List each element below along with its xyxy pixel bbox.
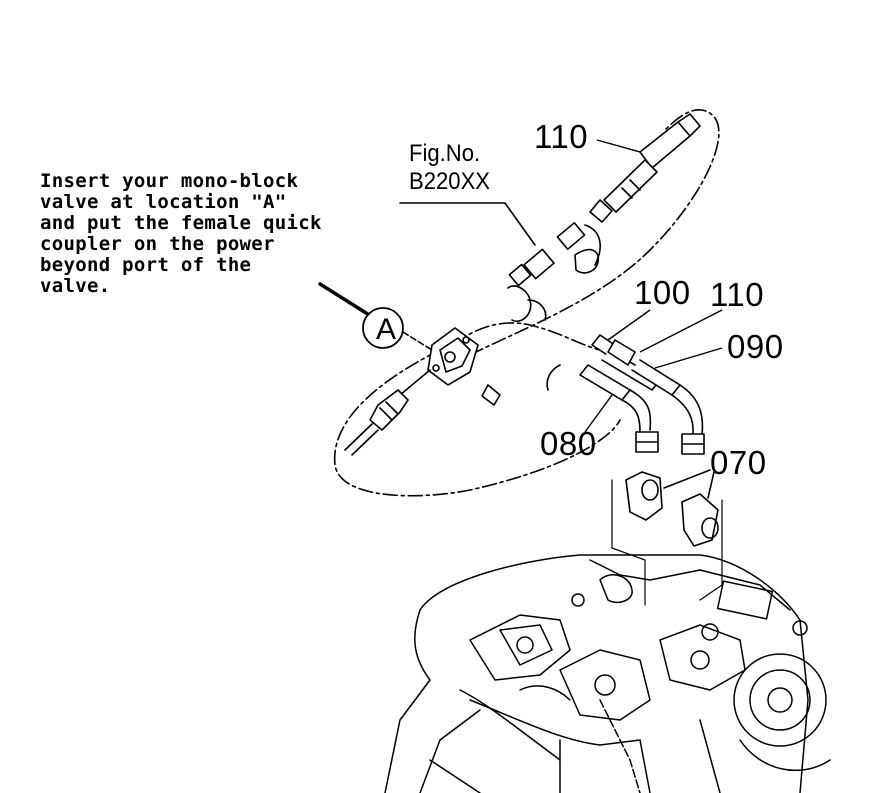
instruction-line: and put the female quick: [40, 212, 322, 234]
elbow-fittings-070: [625, 469, 719, 547]
fig-leader-line: [399, 202, 536, 246]
location-a-label: A: [375, 313, 396, 346]
fittings-top: [507, 222, 601, 322]
figure-number-label: Fig.No. B220XX: [409, 140, 490, 196]
hoses-100-110: [546, 334, 704, 436]
instruction-line: valve.: [40, 275, 111, 297]
callout-100: 100: [634, 274, 691, 311]
callout-110-top: 110: [534, 118, 589, 155]
hose-lower-left: [344, 369, 431, 456]
instruction-line: valve at location "A": [40, 191, 287, 213]
figure-label-line2: B220XX: [409, 168, 491, 195]
hose-110-top: [589, 113, 701, 223]
callout-090: 090: [727, 328, 784, 365]
routing-line-top: [469, 108, 720, 356]
callout-080: 080: [540, 425, 597, 462]
callout-070: 070: [710, 444, 767, 481]
figure-label-line1: Fig.No.: [409, 140, 481, 167]
instruction-line: Insert your mono-block: [40, 170, 299, 192]
bracket-left: [611, 479, 646, 606]
transmission-housing: [384, 554, 831, 793]
instruction-line: coupler on the power: [40, 233, 275, 255]
callout-110-mid: 110: [710, 276, 765, 313]
instruction-line: beyond port of the: [40, 254, 252, 276]
location-a-circle: [362, 307, 404, 349]
routing-line-middle: [454, 322, 601, 351]
routing-line-left: [333, 349, 621, 497]
pointer-line: [318, 282, 376, 320]
valve-block: [427, 327, 501, 406]
